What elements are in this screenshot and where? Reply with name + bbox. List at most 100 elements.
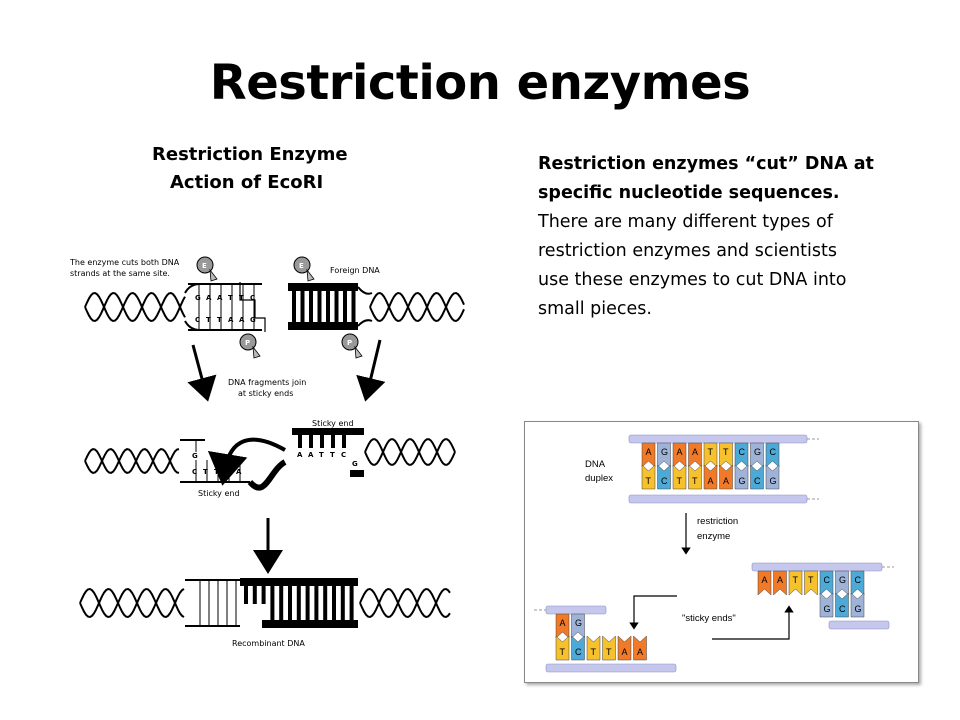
base-letter: A bbox=[297, 451, 303, 459]
left-diagram-title-1: Restriction Enzyme bbox=[152, 144, 348, 165]
base-letter: A bbox=[692, 447, 698, 457]
arrow-down-left bbox=[187, 344, 217, 402]
base-letter: T bbox=[560, 647, 566, 657]
base-letter: A bbox=[225, 468, 231, 476]
base-letter: G bbox=[855, 604, 862, 614]
base-letter: A bbox=[228, 316, 234, 324]
nucleotide-block bbox=[602, 635, 616, 661]
base-letter: G bbox=[352, 460, 358, 468]
nucleotide-block bbox=[819, 592, 834, 618]
body-line-4: restriction enzymes and scientists bbox=[538, 241, 837, 261]
label-join-1: DNA fragments join bbox=[228, 378, 306, 387]
base-letter: A bbox=[677, 447, 683, 457]
enzyme-icon: E bbox=[196, 256, 218, 282]
enzyme-icon: E bbox=[293, 256, 315, 282]
arrow-down-right bbox=[356, 339, 386, 402]
helix-strand bbox=[79, 587, 185, 619]
enzyme-icon: P bbox=[239, 333, 261, 359]
base-letter: C bbox=[739, 447, 746, 457]
label-cuts-2: strands at the same site. bbox=[70, 269, 170, 278]
base-letter: G bbox=[739, 476, 746, 486]
base-letter: T bbox=[330, 451, 335, 459]
recombinant-dna-ladder bbox=[185, 578, 358, 628]
slide-title: Restriction enzymes bbox=[209, 55, 751, 111]
base-letter: A bbox=[723, 476, 729, 486]
base-letter: G bbox=[192, 452, 198, 460]
nucleotide-block bbox=[835, 592, 849, 618]
base-rung-black bbox=[300, 290, 305, 323]
base-letter: C bbox=[754, 476, 761, 486]
body-text: Restriction enzymes “cut” DNA at specifi… bbox=[538, 150, 918, 324]
base-letter: A bbox=[637, 647, 643, 657]
nucleotide-block bbox=[688, 442, 702, 468]
svg-text:P: P bbox=[347, 339, 352, 347]
enzyme-icon: P bbox=[341, 333, 363, 359]
helix-strand bbox=[369, 291, 465, 323]
nucleotide-block bbox=[688, 464, 702, 490]
nucleotide-block bbox=[750, 442, 764, 468]
nucleotide-block bbox=[819, 570, 834, 596]
base-letter: A bbox=[622, 647, 628, 657]
cut-line bbox=[239, 282, 266, 332]
sticky-ends-diagram: DNA duplex restriction enzyme "sticky en… bbox=[534, 434, 894, 673]
left-diagram-title-2: Action of EcoRI bbox=[170, 172, 323, 193]
label-sticky-ends: "sticky ends" bbox=[682, 613, 736, 624]
helix-strand bbox=[364, 438, 456, 466]
helix-strand bbox=[84, 291, 186, 323]
helix-strand bbox=[79, 587, 185, 619]
base-rung-black bbox=[343, 290, 347, 323]
arrow-sticky-right bbox=[712, 605, 794, 640]
base-letter: T bbox=[228, 294, 233, 302]
base-letter: A bbox=[236, 468, 242, 476]
nucleotide-block bbox=[734, 464, 749, 490]
nucleotide-block bbox=[765, 464, 780, 490]
body-line-1: Restriction enzymes “cut” DNA at bbox=[538, 154, 874, 174]
helix-strand bbox=[84, 291, 186, 323]
base-rung-black bbox=[351, 290, 356, 323]
label-duplex: duplex bbox=[585, 473, 613, 484]
base-letter: A bbox=[206, 294, 212, 302]
base-letter: C bbox=[824, 575, 831, 585]
nucleotide-block bbox=[641, 464, 656, 490]
base-letter: C bbox=[195, 316, 200, 324]
label-dna: DNA bbox=[585, 459, 606, 470]
base-rung-black bbox=[292, 290, 296, 323]
base-letter: A bbox=[646, 447, 652, 457]
base-letter: A bbox=[777, 575, 783, 585]
base-letter: T bbox=[203, 468, 208, 476]
nucleotide-block bbox=[555, 635, 570, 661]
curved-arrow bbox=[207, 437, 286, 486]
label-recombinant-dna: Recombinant DNA bbox=[232, 639, 305, 648]
nucleotide-block bbox=[850, 570, 865, 596]
body-line-3: There are many different types of bbox=[538, 212, 833, 232]
label-foreign-dna: Foreign DNA bbox=[330, 266, 380, 275]
base-letter: C bbox=[839, 604, 846, 614]
base-letter: G bbox=[250, 316, 256, 324]
base-letter: C bbox=[192, 468, 197, 476]
nucleotide-block bbox=[750, 464, 764, 490]
nucleotide-block bbox=[773, 570, 787, 596]
ecori-diagram: Restriction Enzyme Action of EcoRI The e… bbox=[69, 144, 465, 648]
nucleotide-block bbox=[657, 464, 671, 490]
helix-strand bbox=[84, 448, 180, 474]
nucleotide-block bbox=[641, 442, 656, 468]
base-letter: A bbox=[560, 618, 566, 628]
base-letter: T bbox=[692, 476, 698, 486]
base-letter: T bbox=[708, 447, 714, 457]
base-letter: C bbox=[341, 451, 346, 459]
base-letter: G bbox=[575, 618, 582, 628]
label-sticky-end-left: Sticky end bbox=[198, 489, 240, 498]
nucleotide-block bbox=[757, 570, 772, 596]
svg-text:E: E bbox=[202, 262, 207, 270]
helix-join bbox=[357, 286, 373, 327]
base-letter: T bbox=[606, 647, 612, 657]
svg-text:P: P bbox=[245, 339, 250, 347]
base-letter: A bbox=[762, 575, 768, 585]
label-cuts-1: The enzyme cuts both DNA bbox=[69, 258, 180, 267]
base-letter: C bbox=[855, 575, 862, 585]
nucleotide-block bbox=[788, 570, 803, 596]
base-letter: A bbox=[708, 476, 714, 486]
